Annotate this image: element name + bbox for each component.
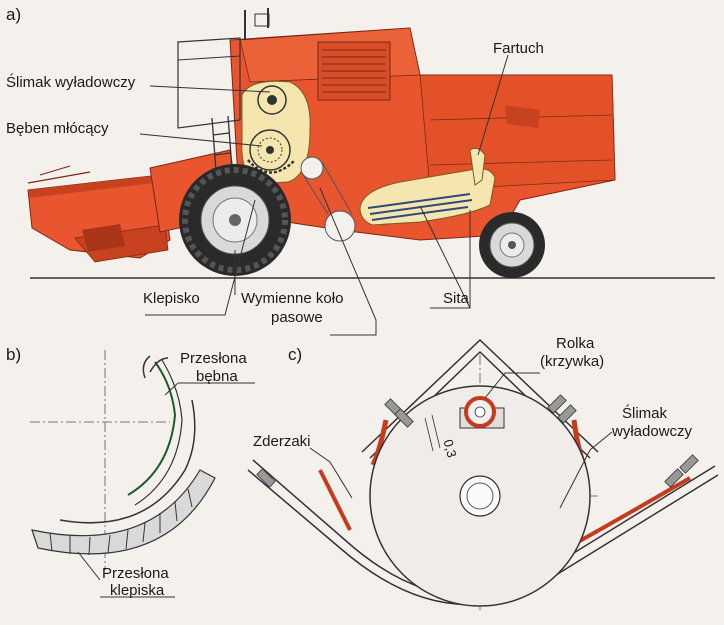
label-drum-cover-1: Przesłona xyxy=(180,350,247,367)
panel-label-a: a) xyxy=(6,5,22,24)
concave-grate xyxy=(31,469,216,555)
label-pulley-line1: Wymienne koło xyxy=(241,290,344,307)
liner-left xyxy=(318,469,352,531)
engine-grille xyxy=(317,41,391,101)
belt-pulley-upper xyxy=(300,156,324,180)
main-body xyxy=(177,8,616,241)
bolts xyxy=(256,394,699,488)
header-table xyxy=(27,165,171,263)
threshing-section xyxy=(241,80,311,185)
threshing-drum xyxy=(249,129,291,171)
auger-shaft xyxy=(459,475,501,517)
label-concave-cover-2: klepiska xyxy=(110,582,165,599)
stopper-left xyxy=(370,419,389,467)
label-concave: Klepisko xyxy=(143,290,200,307)
concave-cover xyxy=(59,399,196,524)
discharge-auger xyxy=(257,85,287,115)
auger-cross-section xyxy=(247,338,719,610)
label-apron: Fartuch xyxy=(493,40,544,57)
apron xyxy=(469,147,486,186)
panel-label-c: c) xyxy=(288,345,303,364)
label-auger-1: Ślimak xyxy=(622,405,668,422)
label-roller-2: (krzywka) xyxy=(540,353,605,370)
belt-pulley-lower xyxy=(324,210,356,242)
label-concave-cover-1: Przesłona xyxy=(102,565,169,582)
leader-lines-a xyxy=(139,54,509,336)
front-wheel xyxy=(179,164,291,276)
label-stoppers: Zderzaki xyxy=(253,433,311,450)
label-discharge-auger: Ślimak wyładowczy xyxy=(6,74,136,91)
label-drum-cover-2: bębna xyxy=(196,368,238,385)
label-sieves: Sita xyxy=(443,290,469,307)
panel-label-b: b) xyxy=(6,345,22,364)
drum-cover xyxy=(127,361,177,496)
combine-harvester xyxy=(27,8,715,336)
rear-wheel xyxy=(479,212,545,278)
label-threshing-drum: Bęben młócący xyxy=(6,120,109,137)
concave-detail xyxy=(30,350,255,598)
label-roller-1: Rolka xyxy=(556,335,595,352)
label-pulley-line2: pasowe xyxy=(271,309,323,326)
label-auger-2: wyładowczy xyxy=(612,423,693,440)
